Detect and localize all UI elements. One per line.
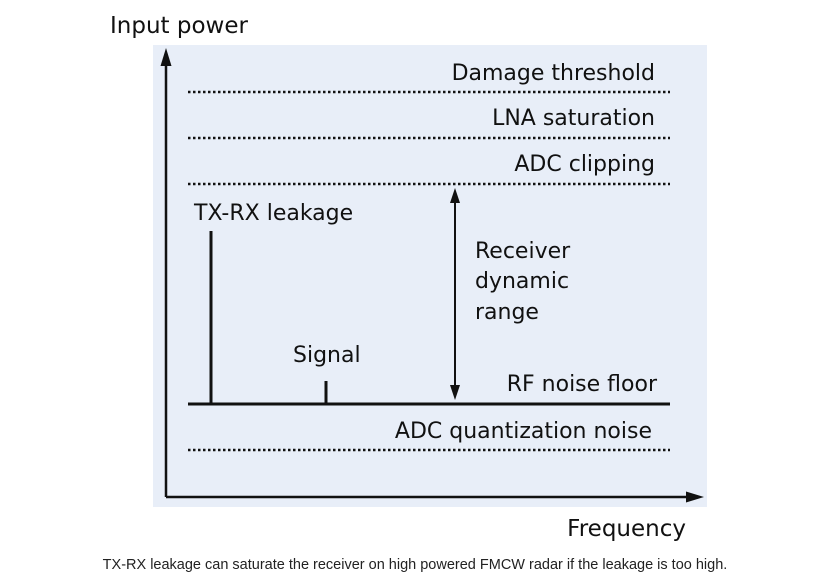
power-levels-diagram: Input power Frequency Damage threshold L… <box>110 13 707 542</box>
damage-threshold-label: Damage threshold <box>452 61 655 86</box>
dynamic-range-label-line2: dynamic <box>475 269 569 294</box>
dynamic-range-label-line3: range <box>475 300 539 325</box>
diagram-canvas: Input power Frequency Damage threshold L… <box>110 13 707 542</box>
plot-panel <box>153 45 707 507</box>
dynamic-range-arrowhead-top <box>450 188 460 203</box>
signal-label: Signal <box>293 343 361 368</box>
y-axis-label: Input power <box>110 13 248 39</box>
dynamic-range-arrowhead-bottom <box>450 385 460 400</box>
y-axis-arrowhead <box>160 48 172 66</box>
adc-clipping-label: ADC clipping <box>514 152 655 177</box>
leakage-label: TX-RX leakage <box>193 201 353 226</box>
dynamic-range-label-line1: Receiver <box>475 239 571 264</box>
figure-caption: TX-RX leakage can saturate the receiver … <box>102 557 728 573</box>
adc-quantization-noise-label: ADC quantization noise <box>395 419 652 444</box>
x-axis-label: Frequency <box>567 516 686 542</box>
x-axis-arrowhead <box>686 491 704 503</box>
lna-saturation-label: LNA saturation <box>492 106 655 131</box>
rf-noise-floor-label: RF noise floor <box>507 372 658 397</box>
